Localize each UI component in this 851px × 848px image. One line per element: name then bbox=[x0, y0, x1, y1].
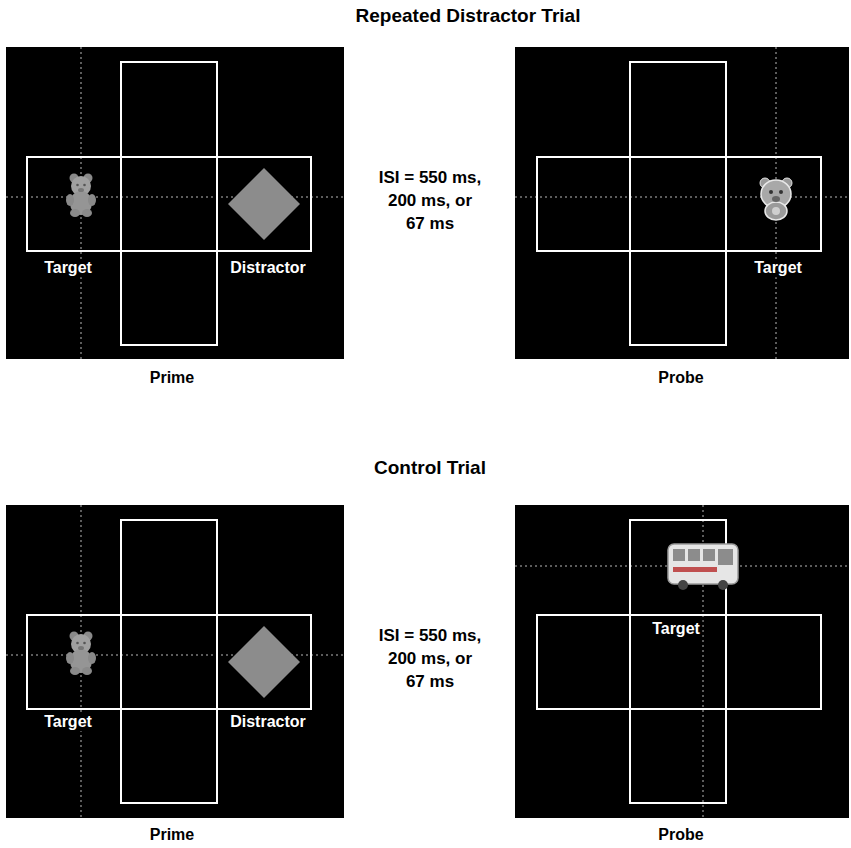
panel bbox=[6, 505, 344, 818]
distractor-diamond bbox=[228, 168, 300, 240]
target-toy bbox=[66, 632, 96, 676]
distractor-label: Distractor bbox=[228, 713, 308, 731]
target-face bbox=[760, 178, 792, 220]
distractor-diamond bbox=[228, 626, 300, 698]
target-toy bbox=[66, 174, 96, 218]
distractor-label: Distractor bbox=[228, 259, 308, 277]
target-label: Target bbox=[42, 259, 94, 277]
stimulus-panel: TargetProbe bbox=[515, 505, 849, 818]
target-label: Target bbox=[42, 713, 94, 731]
cross-frame bbox=[27, 62, 821, 803]
panel bbox=[6, 47, 344, 359]
stimulus-panel: TargetDistractorPrime bbox=[6, 505, 344, 818]
stimulus-panel: TargetDistractorPrime bbox=[6, 47, 344, 359]
crosshair bbox=[6, 47, 849, 818]
panel-caption: Probe bbox=[656, 826, 705, 844]
section-heading: Control Trial bbox=[374, 455, 486, 481]
isi-note: ISI = 550 ms, 200 ms, or 67 ms bbox=[377, 625, 483, 694]
target-label: Target bbox=[752, 259, 804, 277]
stimulus-panel: TargetProbe bbox=[515, 47, 849, 359]
panel bbox=[515, 505, 849, 818]
target-bus bbox=[668, 544, 738, 590]
panel-caption: Prime bbox=[148, 369, 196, 387]
target-label: Target bbox=[650, 620, 702, 638]
panel-caption: Probe bbox=[656, 369, 705, 387]
section-heading: Repeated Distractor Trial bbox=[356, 3, 581, 29]
panel bbox=[515, 47, 849, 359]
isi-note: ISI = 550 ms, 200 ms, or 67 ms bbox=[377, 167, 483, 236]
panel-caption: Prime bbox=[148, 826, 196, 844]
